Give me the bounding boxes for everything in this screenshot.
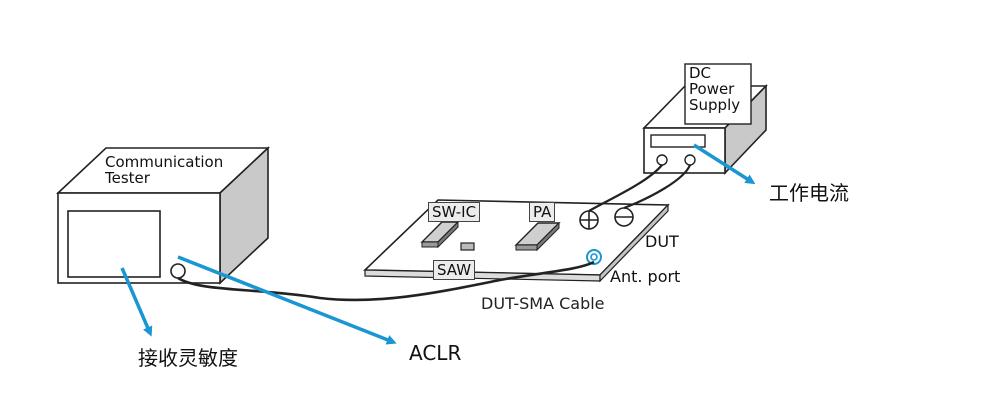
saw-tag: SAW xyxy=(433,260,476,280)
psu-terminal-left xyxy=(656,154,668,166)
dut-sma-cable xyxy=(177,260,595,302)
communication-tester xyxy=(55,146,271,285)
psu-wire-minus xyxy=(623,164,692,210)
aclr-label: ACLR xyxy=(409,341,462,365)
saw-chip xyxy=(460,242,475,251)
sw-ic-tag: SW-IC xyxy=(428,202,481,222)
sensitivity-label: 接收灵敏度 xyxy=(138,346,238,370)
psu-display xyxy=(650,134,706,148)
arrow-current xyxy=(693,143,756,185)
cable-label: DUT-SMA Cable xyxy=(481,294,605,313)
psu-label-card xyxy=(684,63,752,125)
dut-label: DUT xyxy=(645,232,679,251)
tester-screen xyxy=(67,210,161,278)
measurement-arrows xyxy=(120,143,756,345)
pa-tag: PA xyxy=(529,202,556,222)
tester-label: Communication Tester xyxy=(105,153,224,187)
cables xyxy=(177,164,692,302)
arrow-sensitivity xyxy=(120,267,153,337)
ant-port-label: Ant. port xyxy=(610,267,681,286)
psu-terminal-right xyxy=(684,154,696,166)
psu-wire-plus xyxy=(588,164,663,212)
arrow-aclr xyxy=(177,255,397,345)
dc-power-supply xyxy=(642,63,768,175)
power-supply-label: DC Power Supply xyxy=(689,64,741,114)
current-label: 工作电流 xyxy=(769,181,849,205)
tester-rf-port xyxy=(170,263,186,279)
